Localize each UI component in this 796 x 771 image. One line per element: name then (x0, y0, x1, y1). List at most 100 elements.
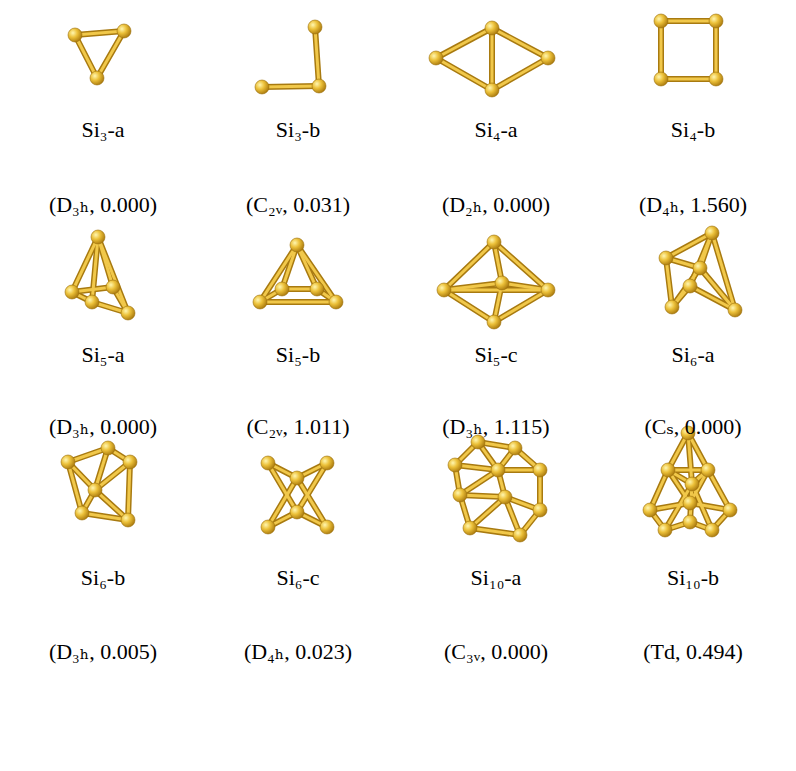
symmetry-energy: (Td, 0.494) (594, 639, 792, 665)
silicon-atom (290, 505, 304, 519)
silicon-cluster (659, 226, 742, 317)
bond-outline (260, 299, 336, 305)
cluster-name: Si₃-a (4, 117, 202, 143)
silicon-atom (683, 279, 697, 293)
silicon-atom (683, 515, 697, 529)
bond (260, 301, 336, 304)
silicon-atom (654, 14, 668, 28)
silicon-atom (701, 463, 715, 477)
silicon-atom (68, 28, 82, 42)
silicon-atom (123, 455, 137, 469)
symmetry-energy: (C₃ᵥ, 0.000) (397, 639, 595, 665)
silicon-atom (487, 315, 501, 329)
bond (688, 433, 692, 484)
silicon-atom (320, 520, 334, 534)
bond (436, 28, 492, 58)
silicon-atom (654, 72, 668, 86)
bond (491, 28, 494, 90)
silicon-atom (498, 490, 512, 504)
silicon-cluster (261, 456, 334, 534)
bond (436, 58, 492, 90)
bond-outline (470, 528, 520, 535)
silicon-atom (448, 458, 462, 472)
bond (268, 478, 297, 527)
silicon-cluster (65, 230, 135, 320)
silicon-atom (485, 21, 499, 35)
silicon-atom (453, 488, 467, 502)
symmetry-energy: (D₄ₕ, 0.023) (199, 639, 397, 665)
bond-outline (713, 21, 719, 79)
silicon-atom (513, 528, 527, 542)
bond-outline (666, 258, 672, 307)
silicon-cluster (61, 441, 137, 527)
silicon-atom (685, 477, 699, 491)
silicon-atom (261, 456, 275, 470)
bond (494, 290, 548, 322)
cluster-name: Si₅-c (397, 342, 595, 368)
cluster-name: Si₁₀-a (397, 565, 595, 591)
cluster-name: Si₆-b (4, 565, 202, 591)
silicon-atom (75, 506, 89, 520)
silicon-cluster (448, 435, 547, 542)
silicon-atom (709, 72, 723, 86)
symmetry-energy: (C₂ᵥ, 0.031) (199, 192, 397, 218)
silicon-atom (61, 455, 75, 469)
bond-outline (262, 86, 319, 87)
bond (97, 31, 124, 78)
bond-outline (436, 28, 492, 58)
silicon-cluster (437, 235, 555, 329)
bond (666, 258, 672, 307)
silicon-atom (290, 471, 304, 485)
silicon-atom (320, 456, 334, 470)
bond-outline (489, 28, 495, 90)
silicon-atom (261, 520, 275, 534)
bond (470, 528, 520, 535)
silicon-atom (659, 251, 673, 265)
silicon-cluster (654, 14, 723, 86)
silicon-atom (312, 79, 326, 93)
bond-outline (444, 290, 494, 322)
bond-outline (492, 58, 548, 90)
silicon-atom (705, 226, 719, 240)
silicon-atom (121, 513, 135, 527)
silicon-atom (508, 441, 522, 455)
silicon-atom (643, 503, 657, 517)
silicon-atom (121, 306, 135, 320)
silicon-cluster (68, 24, 131, 85)
bond-outline (260, 245, 297, 302)
bond-outline (661, 18, 716, 24)
silicon-atom (90, 71, 104, 85)
silicon-atom (308, 20, 322, 34)
bond-outline (128, 462, 130, 520)
silicon-cluster (255, 20, 326, 94)
silicon-cluster (429, 21, 555, 97)
silicon-atom (723, 503, 737, 517)
bond (492, 58, 548, 90)
silicon-atom (485, 83, 499, 97)
bond (492, 28, 548, 58)
bond-outline (297, 245, 336, 302)
bond-outline (315, 27, 319, 86)
bond-outline (494, 242, 548, 290)
bond (92, 237, 98, 302)
silicon-atom (253, 295, 267, 309)
symmetry-energy: (D₃ₕ, 0.005) (4, 639, 202, 665)
bond-outline (492, 28, 548, 58)
silicon-cluster (253, 238, 343, 309)
bond (660, 21, 663, 79)
bond (444, 242, 494, 290)
bond (715, 21, 718, 79)
symmetry-energy: (D₃ₕ, 0.000) (4, 192, 202, 218)
cluster-name: Si₆-c (199, 565, 397, 591)
silicon-atom (91, 230, 105, 244)
silicon-atom (495, 276, 509, 290)
silicon-atom (491, 463, 505, 477)
bond-outline (436, 58, 492, 90)
silicon-atom (541, 51, 555, 65)
symmetry-energy: (C₂ᵥ, 1.011) (199, 414, 397, 440)
silicon-atom (437, 283, 451, 297)
bond-outline (658, 21, 664, 79)
bond (661, 20, 716, 23)
bond (700, 268, 735, 310)
